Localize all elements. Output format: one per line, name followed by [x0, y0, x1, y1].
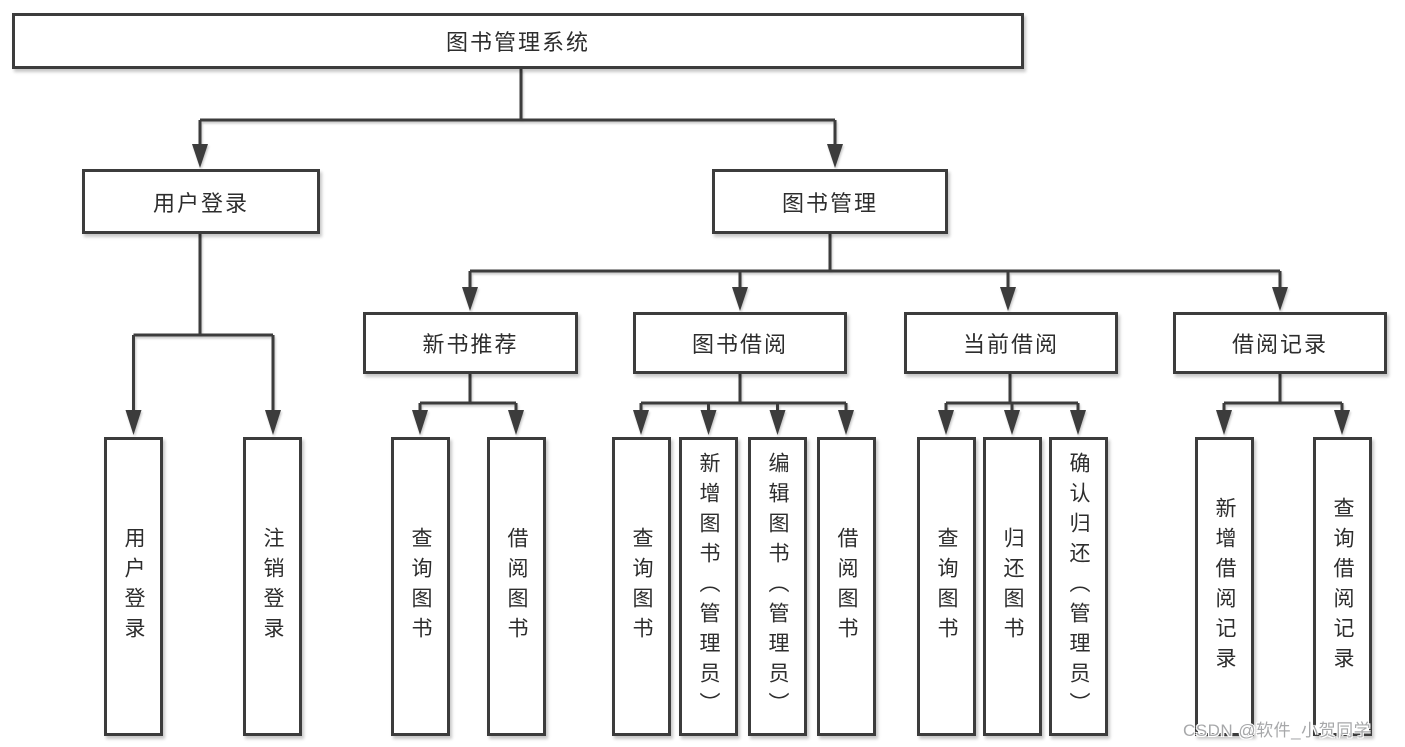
- arrow-down-icon: [192, 144, 208, 168]
- edge-records-to-leaves: [1222, 373, 1344, 411]
- leaf-return-book: 归还图书: [983, 437, 1042, 736]
- arrowheads: [125, 144, 1350, 435]
- node-user-login: 用户登录: [82, 169, 320, 234]
- arrow-down-icon: [732, 287, 748, 311]
- edge-current-to-leaves: [944, 373, 1080, 411]
- edge-recommend-to-leaves: [418, 373, 518, 411]
- node-borrow-records: 借阅记录: [1173, 312, 1387, 374]
- leaf-borrow-books-recommend: 借阅图书: [487, 437, 546, 736]
- arrow-down-icon: [1000, 287, 1016, 311]
- arrow-down-icon: [412, 410, 428, 435]
- arrow-down-icon: [700, 410, 717, 435]
- leaf-query-books-recommend: 查询图书: [391, 437, 450, 736]
- arrow-down-icon: [1004, 410, 1020, 435]
- arrow-down-icon: [125, 410, 142, 435]
- leaf-logout: 注销登录: [243, 437, 302, 736]
- arrow-down-icon: [633, 410, 649, 435]
- arrow-down-icon: [827, 144, 843, 168]
- edge-userlogin-to-leaves: [132, 233, 275, 411]
- csdn-watermark: CSDN @软件_小贺同学: [1183, 721, 1372, 740]
- leaf-edit-book-admin: 编辑图书（管理员）: [748, 437, 807, 736]
- leaf-add-borrow-record: 新增借阅记录: [1195, 437, 1254, 736]
- arrow-down-icon: [838, 410, 854, 435]
- leaf-add-book-admin: 新增图书（管理员）: [679, 437, 738, 736]
- arrow-down-icon: [1272, 287, 1288, 311]
- arrow-down-icon: [1334, 410, 1350, 435]
- node-new-book-recommend: 新书推荐: [363, 312, 578, 374]
- leaf-confirm-return-admin: 确认归还（管理员）: [1049, 437, 1108, 736]
- arrow-down-icon: [265, 410, 281, 435]
- leaf-query-borrow-record: 查询借阅记录: [1313, 437, 1372, 736]
- node-book-borrow: 图书借阅: [633, 312, 847, 374]
- arrow-down-icon: [1070, 410, 1086, 435]
- leaf-user-login: 用户登录: [104, 437, 163, 736]
- node-book-management: 图书管理: [712, 169, 948, 234]
- node-current-borrow: 当前借阅: [904, 312, 1118, 374]
- connector-paths: [132, 69, 1344, 411]
- leaf-query-books-borrow: 查询图书: [612, 437, 671, 736]
- node-library-system: 图书管理系统: [12, 13, 1024, 69]
- leaf-query-books-current: 查询图书: [917, 437, 976, 736]
- leaf-borrow-books: 借阅图书: [817, 437, 876, 736]
- edge-bookmgmt-to-level2: [468, 233, 1282, 288]
- edge-borrow-to-leaves: [639, 373, 848, 411]
- arrow-down-icon: [769, 410, 786, 435]
- edge-root-to-level1: [198, 69, 837, 145]
- arrow-down-icon: [508, 410, 524, 435]
- arrow-down-icon: [938, 410, 954, 435]
- arrow-down-icon: [1216, 410, 1232, 435]
- arrow-down-icon: [462, 287, 478, 311]
